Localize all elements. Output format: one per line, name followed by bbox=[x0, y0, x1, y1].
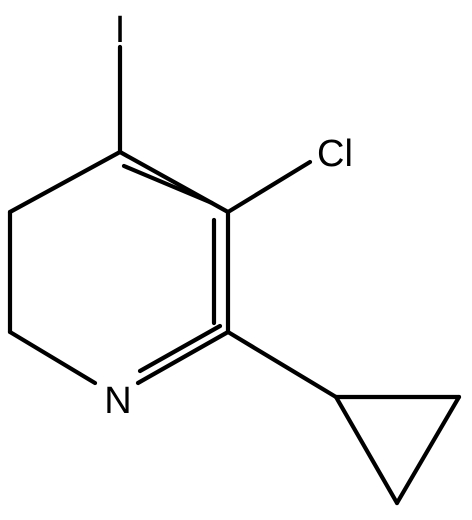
bond-n-c2 bbox=[135, 329, 231, 386]
bond-c3-c4-inner bbox=[121, 163, 215, 206]
atom-nitrogen-label: N bbox=[104, 380, 131, 422]
bond-cyclopropyl-right bbox=[394, 394, 462, 506]
bond-c4-c5 bbox=[7, 149, 123, 215]
atom-iodine-label: I bbox=[115, 9, 126, 51]
bond-cyclopropyl-left bbox=[333, 394, 400, 506]
atom-chlorine-label: Cl bbox=[317, 133, 353, 175]
bond-c2-cyclopropyl bbox=[225, 329, 339, 400]
bond-c3-chlorine bbox=[225, 159, 313, 215]
bond-c6-n bbox=[7, 329, 98, 386]
bond-n-c2-inner bbox=[137, 323, 223, 374]
